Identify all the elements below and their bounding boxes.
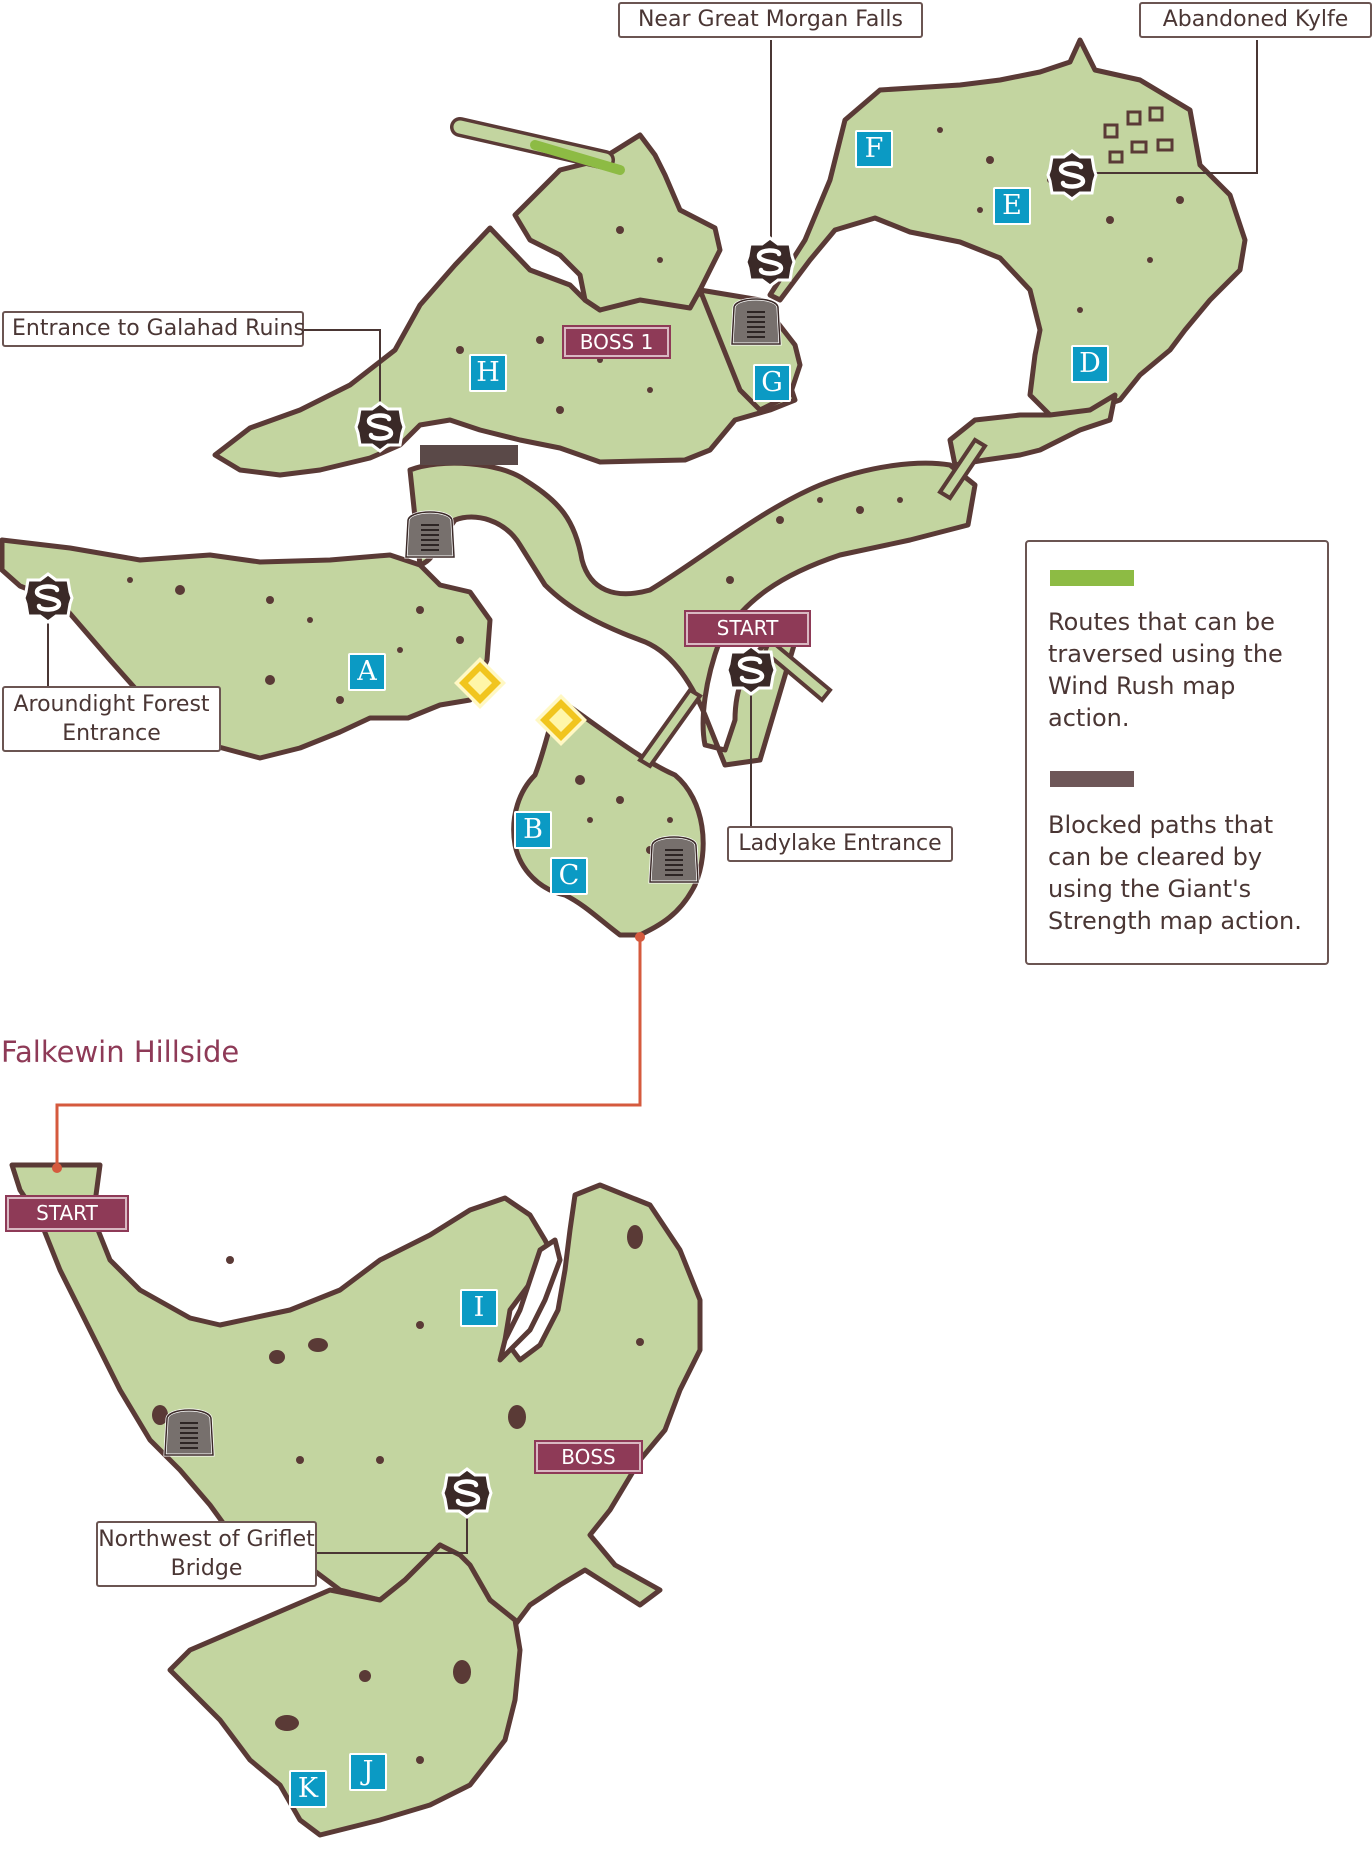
location-label-griflet-bridge: Northwest of Griflet Bridge <box>96 1521 317 1587</box>
legend-swatch-giants-strength <box>1050 771 1134 787</box>
sealed-door-icon <box>730 297 782 346</box>
save-point-icon <box>727 646 775 694</box>
marker-j: J <box>349 1753 387 1791</box>
location-label-abandoned-kylfe: Abandoned Kylfe <box>1139 2 1372 38</box>
location-label-great-morgan-falls: Near Great Morgan Falls <box>618 2 923 38</box>
location-label-galahad-ruins: Entrance to Galahad Ruins <box>2 311 305 347</box>
legend-swatch-wind-rush <box>1050 570 1134 586</box>
sealed-door-icon <box>404 510 456 559</box>
marker-g: G <box>753 364 791 402</box>
boss-tag-top: BOSS 1 <box>562 325 671 359</box>
boss-tag-bottom: BOSS <box>534 1440 643 1474</box>
marker-b: B <box>514 811 552 849</box>
save-point-icon <box>443 1469 491 1517</box>
bottom-map-land <box>9 1162 703 1838</box>
bridges <box>637 437 988 769</box>
save-point-icon <box>24 574 72 622</box>
map-legend: Routes that can be traversed using the W… <box>1025 540 1329 965</box>
marker-a: A <box>348 653 386 691</box>
legend-text-wind-rush: Routes that can be traversed using the W… <box>1048 608 1283 732</box>
marker-e: E <box>993 187 1031 225</box>
marker-k: K <box>289 1770 327 1808</box>
location-label-ladylake-entrance: Ladylake Entrance <box>727 826 953 862</box>
village-buildings <box>1103 106 1174 164</box>
start-tag-top: START <box>684 610 811 647</box>
marker-f: F <box>855 130 893 168</box>
rock-details <box>127 127 1184 874</box>
sealed-door-icon <box>648 835 700 884</box>
legend-text-giants-strength: Blocked paths that can be cleared by usi… <box>1048 811 1302 935</box>
area-connector <box>55 937 642 1168</box>
marker-d: D <box>1071 345 1109 383</box>
save-point-icon <box>356 403 404 451</box>
sealed-door-icon <box>163 1408 215 1457</box>
location-label-aroundight-forest: Aroundight Forest Entrance <box>2 686 221 752</box>
area-name: Falkewin Hillside <box>1 1035 240 1069</box>
blocked-path <box>420 445 518 465</box>
bottom-rock-details <box>152 1225 644 1764</box>
start-tag-bottom: START <box>5 1195 129 1232</box>
marker-i: I <box>460 1289 498 1327</box>
marker-c: C <box>550 857 588 895</box>
save-point-icon <box>1048 151 1096 199</box>
save-point-icon <box>746 238 794 286</box>
marker-h: H <box>469 354 507 392</box>
wind-rush-route <box>530 140 625 175</box>
